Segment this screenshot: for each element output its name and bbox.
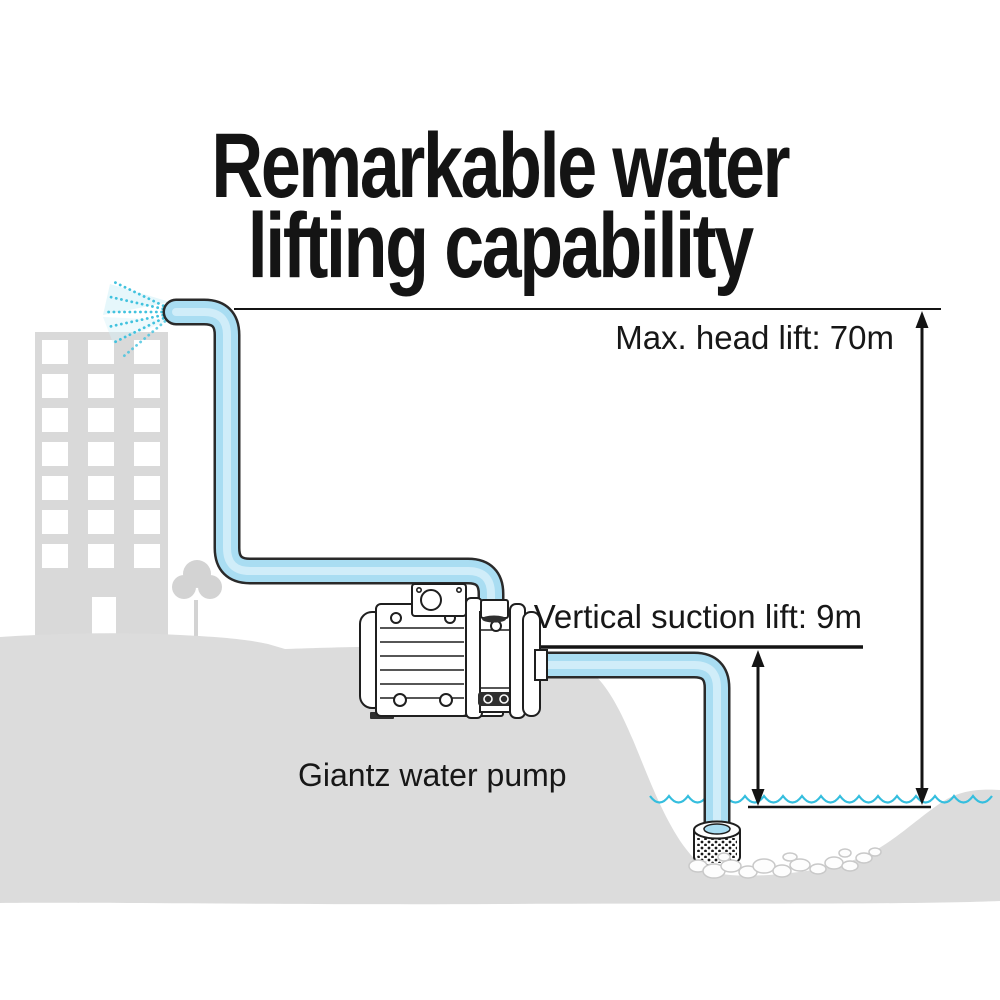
tree-silhouette: [172, 560, 222, 638]
discharge-pipe: [162, 298, 505, 628]
building-windows: [42, 340, 160, 568]
building-door: [92, 597, 116, 635]
title-line-1: Remarkable water: [211, 115, 791, 217]
page-title: Remarkable water lifting capability: [0, 115, 1000, 297]
suction-pipe: [537, 651, 731, 834]
water-surface-waves: [649, 794, 993, 804]
building-silhouette: [35, 332, 168, 637]
suction-strainer-icon: [693, 820, 741, 867]
max-head-measure-arrow: [915, 311, 929, 805]
water-pump-illustration: [359, 583, 548, 719]
vertical-suction-lift-label: Vertical suction lift: 9m: [533, 598, 862, 635]
title-line-2: lifting capability: [247, 195, 754, 297]
water-spray-icon: [102, 279, 171, 358]
suction-measure-arrow: [751, 650, 765, 806]
max-head-lift-label: Max. head lift: 70m: [615, 319, 894, 356]
pump-name-label: Giantz water pump: [298, 757, 567, 793]
ground-terrain: [0, 633, 1000, 905]
rocks-icon: [688, 847, 882, 879]
